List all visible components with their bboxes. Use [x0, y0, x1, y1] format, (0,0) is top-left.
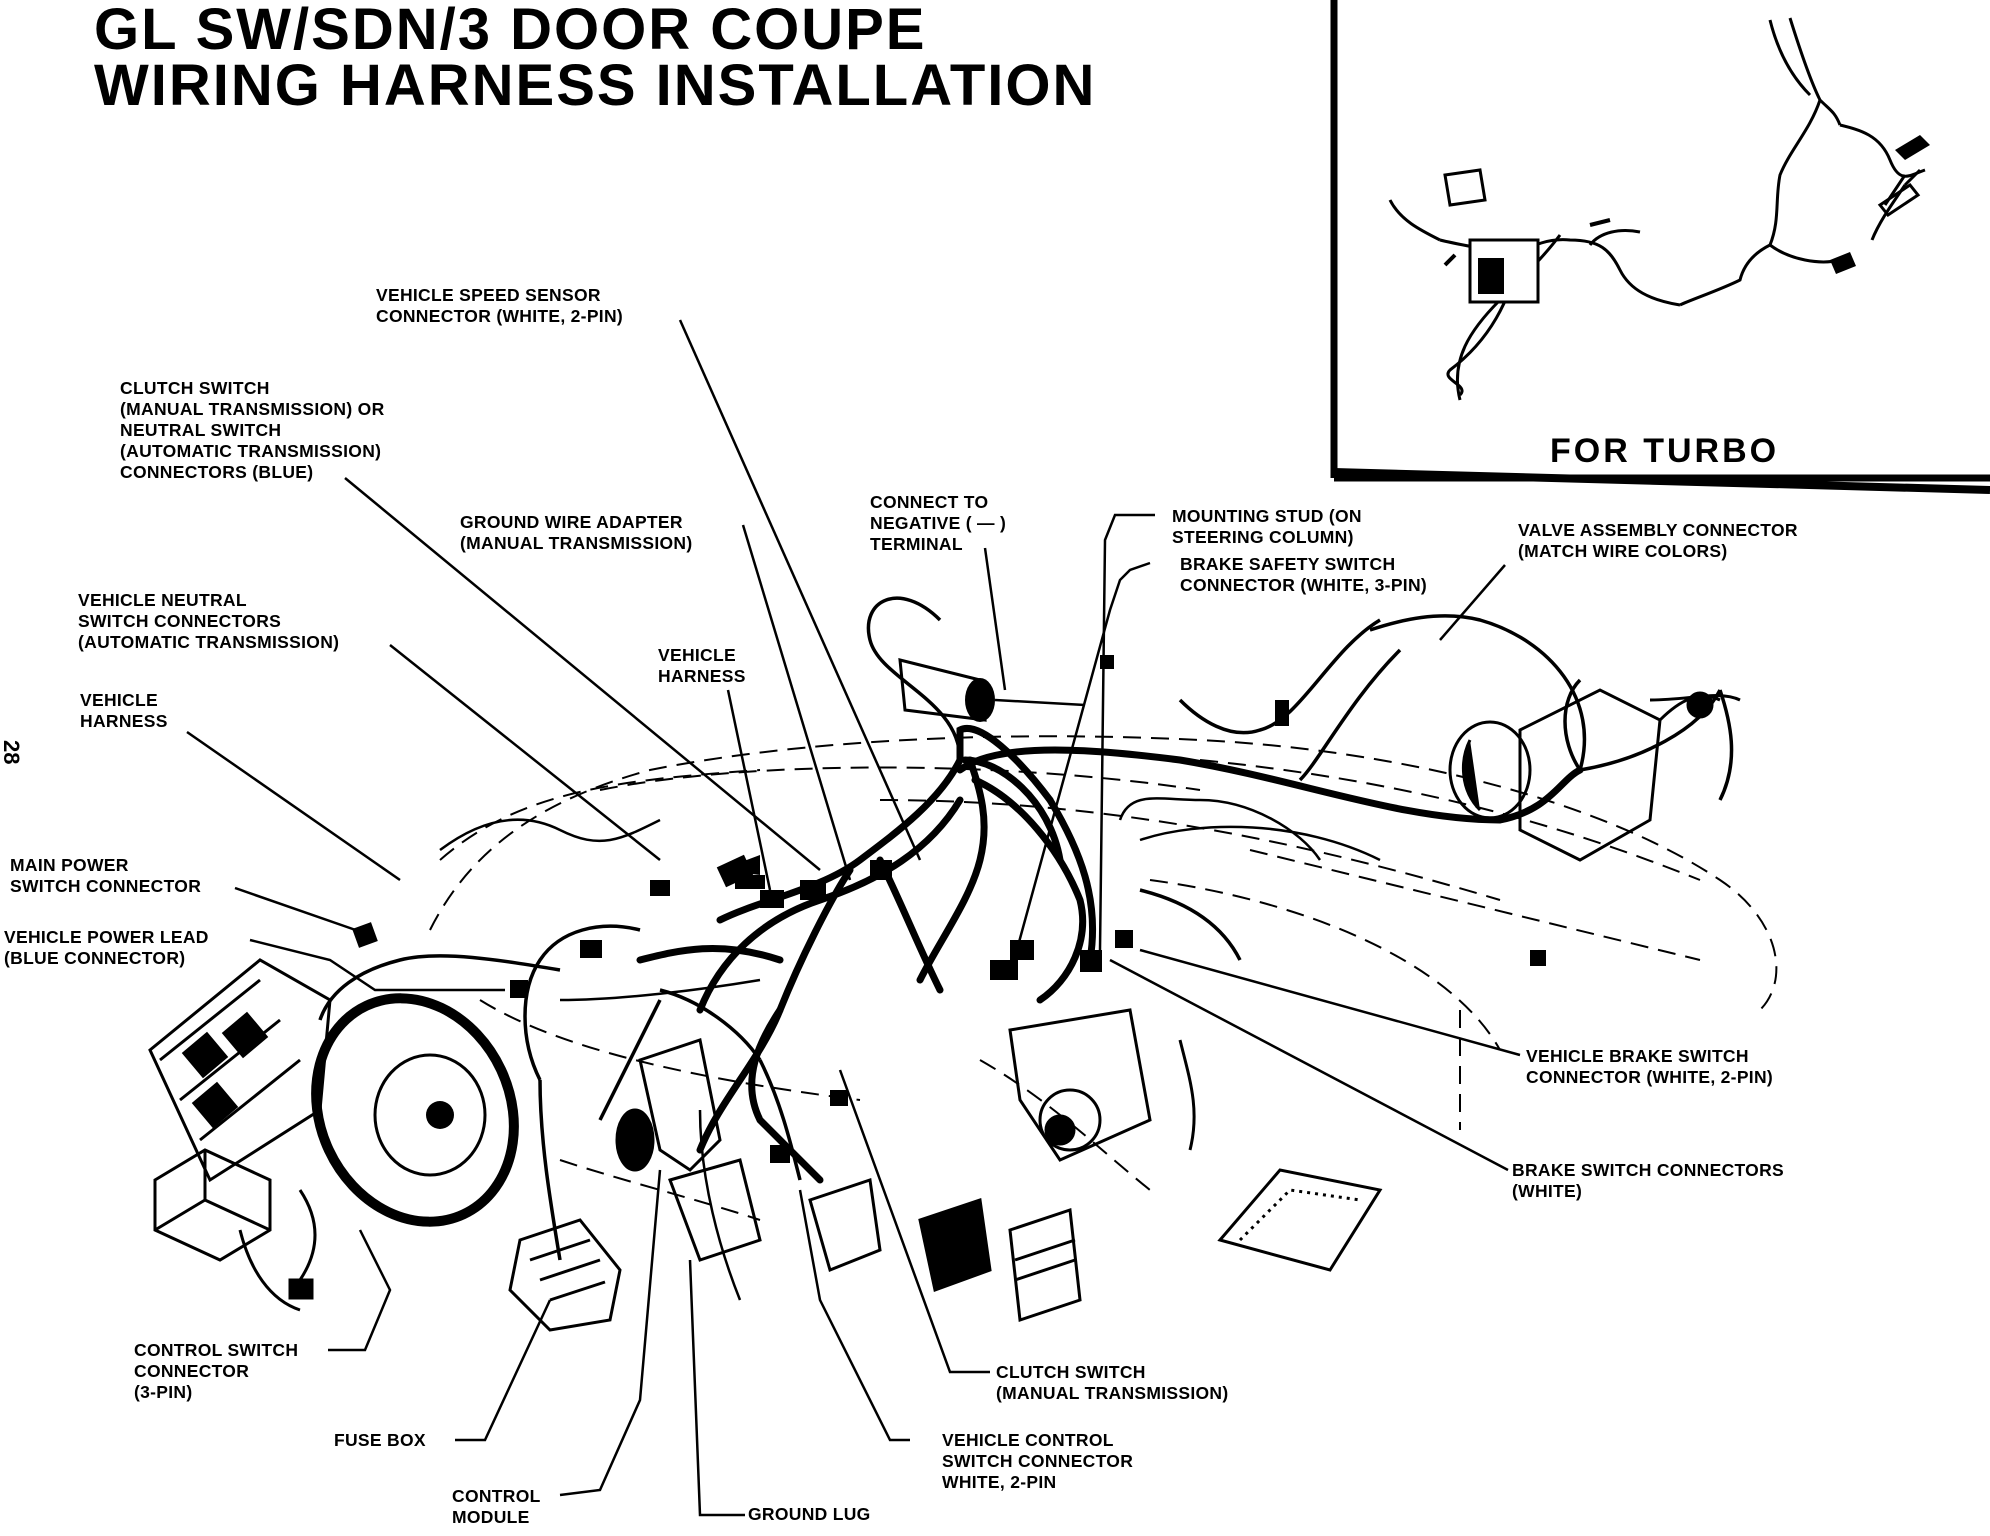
- title-line-2: WIRING HARNESS INSTALLATION: [94, 53, 1097, 118]
- turbo-inset-label: FOR TURBO: [1550, 432, 1780, 470]
- fuse-box-drawing: [508, 1218, 622, 1332]
- harness-connectors[interactable]: [352, 655, 1546, 1163]
- control-switch-box: [153, 1148, 317, 1312]
- callout-fuse-box: FUSE BOX: [334, 1430, 426, 1450]
- vehicle-body-solid: [439, 797, 1381, 1301]
- secondary-wires: [318, 596, 1734, 1261]
- callout-brake-switch-connectors: BRAKE SWITCH CONNECTORS(WHITE): [1512, 1160, 1784, 1201]
- title-line-1: GL SW/SDN/3 DOOR COUPE: [94, 0, 927, 62]
- callout-ground-lug: GROUND LUG: [748, 1504, 871, 1524]
- callout-valve-assembly: VALVE ASSEMBLY CONNECTOR(MATCH WIRE COLO…: [1518, 520, 1798, 561]
- direction-arrow: [720, 855, 760, 875]
- brake-bracket: [1008, 1008, 1196, 1162]
- control-module-drawing: [615, 1038, 762, 1262]
- callout-clutch-switch-manual: CLUTCH SWITCH(MANUAL TRANSMISSION): [996, 1362, 1229, 1403]
- actuator-assembly: [1448, 688, 1741, 862]
- pedals: [808, 1178, 1082, 1323]
- leader-lines: [186, 319, 1521, 1517]
- steering-wheel: [311, 993, 519, 1227]
- ignition-coil: [898, 658, 1086, 722]
- callout-power-lead: VEHICLE POWER LEAD(BLUE CONNECTOR): [4, 927, 209, 968]
- turbo-inset: [1330, 0, 1990, 494]
- left-switch-panel: [148, 958, 332, 1183]
- main-harness: [636, 725, 1584, 1184]
- floor-plate: [1217, 1168, 1383, 1272]
- callout-ground-adapter: GROUND WIRE ADAPTER(MANUAL TRANSMISSION): [460, 512, 693, 553]
